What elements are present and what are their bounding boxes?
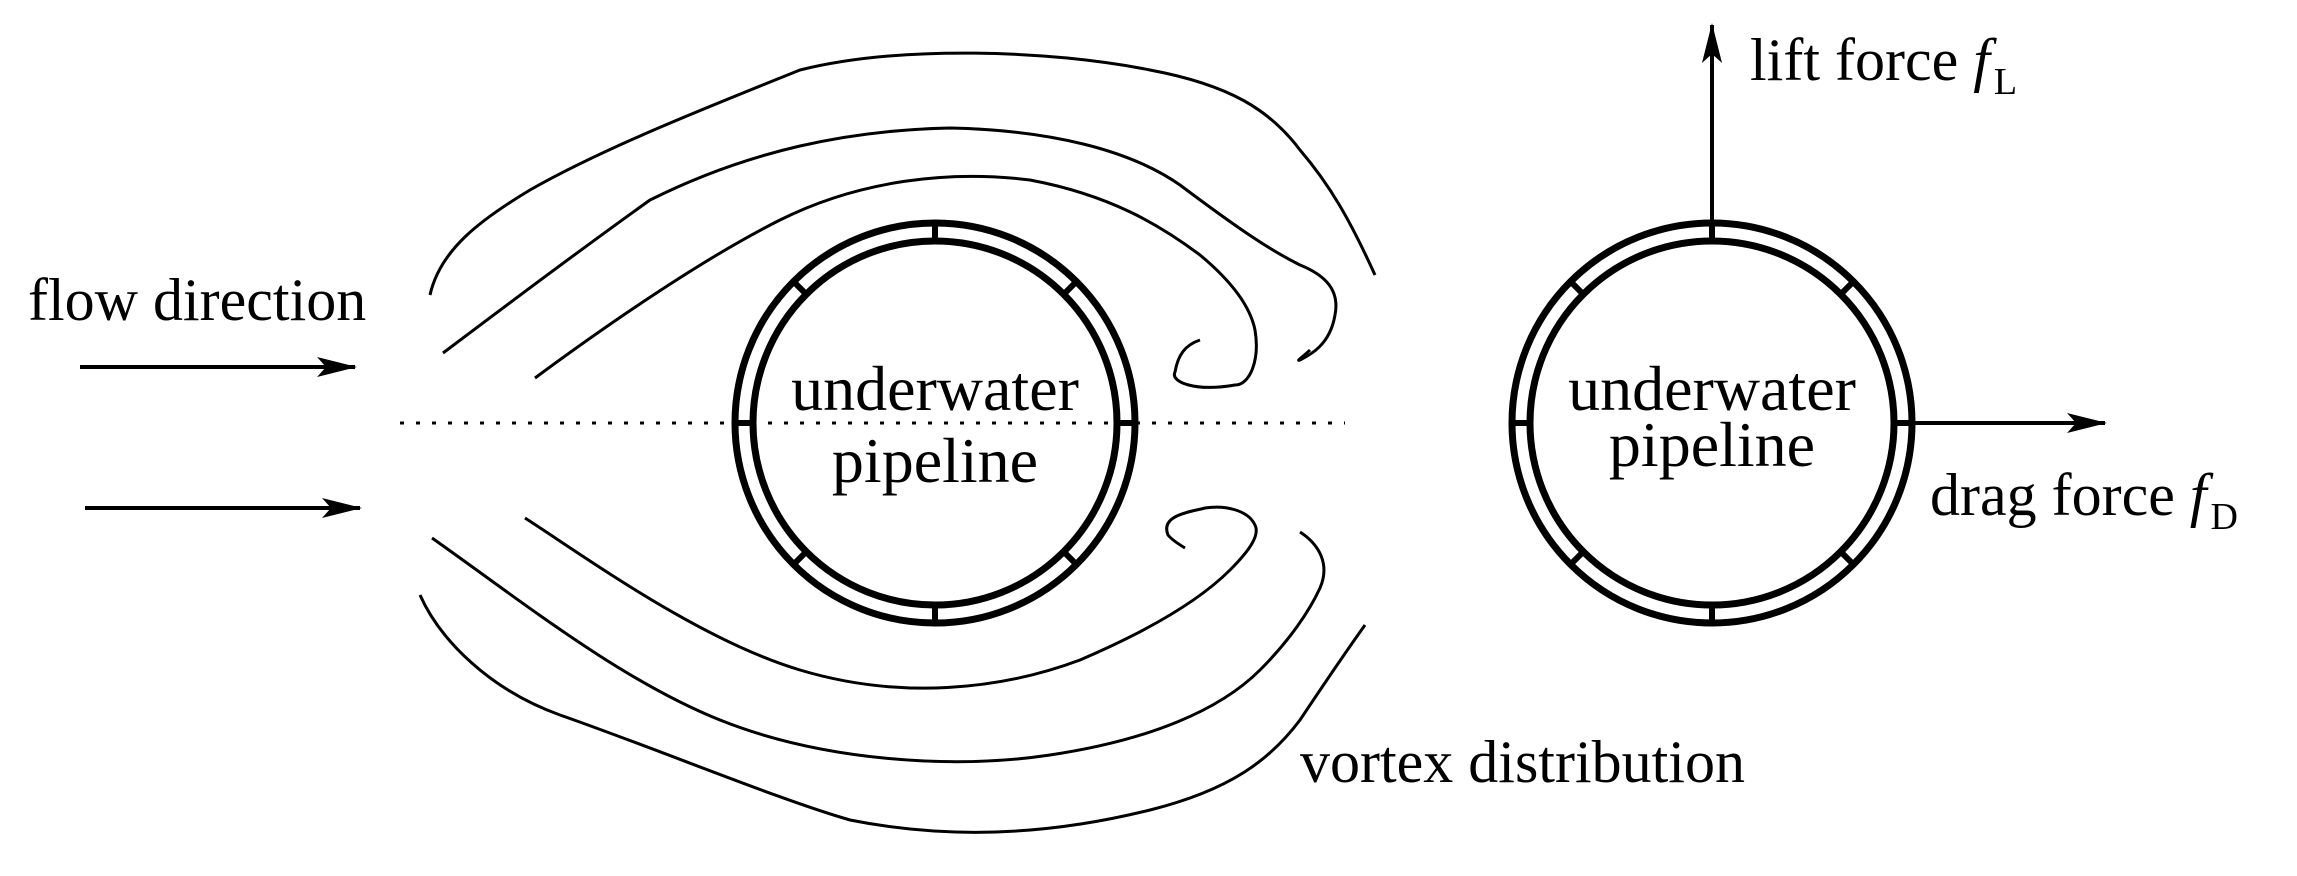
streamline-inner-lower (524, 505, 1258, 690)
vortex-distribution-label: vortex distribution (1300, 729, 1745, 795)
lift-force-subscript: L (1994, 61, 2017, 103)
streamline-outer-upper (428, 51, 1377, 296)
left-pipe-label-line2: pipeline (832, 425, 1038, 496)
left-pipe-segment-ticks (735, 223, 1135, 623)
upper-vortex-streamlines (428, 51, 1377, 389)
lift-force-text: lift force (1750, 27, 1973, 93)
right-pipe-label-line1: underwater (1568, 353, 1856, 424)
drag-force-subscript: D (2211, 496, 2238, 538)
left-pipe-label-line1: underwater (791, 353, 1079, 424)
streamline-middle-lower (431, 530, 1326, 764)
left-pipeline: underwater pipeline (731, 219, 1139, 627)
right-pipe-label-line2: pipeline (1609, 409, 1815, 480)
lower-vortex-streamlines (418, 505, 1367, 834)
right-pipeline: underwater pipeline (1508, 219, 1916, 627)
drag-force-text: drag force (1930, 462, 2190, 528)
right-pipe-segment-ticks (1512, 223, 1912, 623)
streamline-middle-upper (442, 126, 1338, 362)
streamline-inner-upper (534, 174, 1258, 389)
flow-direction-label: flow direction (28, 267, 366, 333)
streamline-outer-lower (418, 594, 1367, 834)
